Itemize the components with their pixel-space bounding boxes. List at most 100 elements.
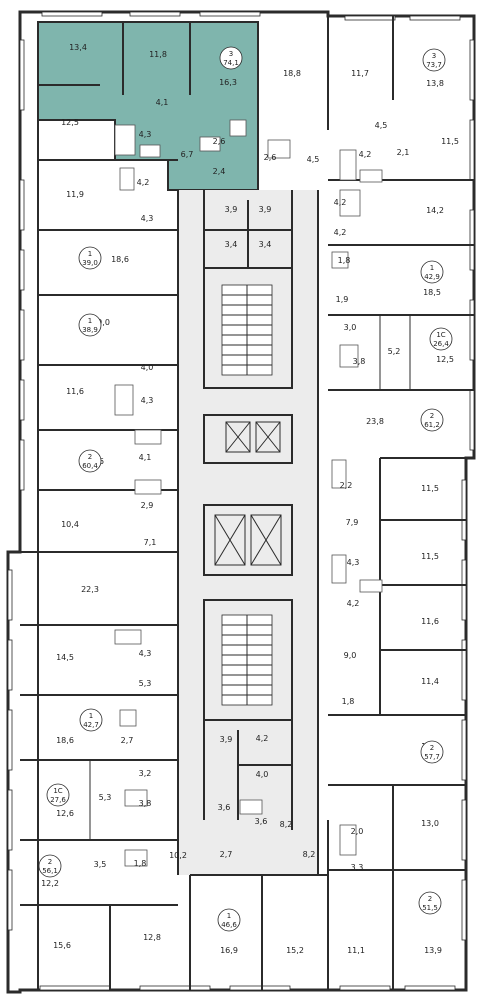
apartment-marker-circle — [78, 246, 102, 270]
room-area-label: 4,2 — [256, 734, 269, 743]
apartment-marker-circle — [422, 48, 446, 72]
apartment-marker-circle — [79, 708, 103, 732]
apartment-marker[interactable]: 142,9 — [420, 260, 444, 284]
room-area-label: 4,2 — [334, 228, 347, 237]
apartment-area: 42,7 — [83, 721, 99, 729]
room-area-label: 12,8 — [143, 933, 161, 942]
apartment-area: 57,7 — [424, 753, 440, 761]
room-area-label: 1,9 — [336, 295, 349, 304]
apartment-marker-circle — [78, 449, 102, 473]
apartment-rooms: 1С — [53, 787, 62, 795]
room-area-label: 2,7 — [220, 850, 233, 859]
apartment-marker[interactable]: 251,5 — [418, 891, 442, 915]
room-area-label: 18,8 — [283, 69, 301, 78]
room-area-label: 2,6 — [264, 153, 277, 162]
apartment-marker[interactable]: 138,9 — [78, 313, 102, 337]
room-area-label: 11,5 — [421, 552, 439, 561]
room-area-label: 11,8 — [149, 50, 167, 59]
apartment-marker[interactable]: 261,2 — [420, 408, 444, 432]
room-area-label: 3,8 — [353, 357, 366, 366]
room-area-label: 4,2 — [347, 599, 360, 608]
room-area-label: 2,2 — [340, 481, 353, 490]
apartment-marker[interactable]: 142,7 — [79, 708, 103, 732]
room-area-label: 13,8 — [426, 79, 444, 88]
apartment-marker-circle — [38, 854, 62, 878]
apartment-rooms: 2 — [88, 453, 92, 461]
room-area-label: 4,3 — [141, 214, 154, 223]
room-area-label: 4,1 — [139, 453, 152, 462]
room-area-label: 3,6 — [255, 817, 268, 826]
apartment-area: 39,0 — [82, 259, 98, 267]
apartment-area: 26,4 — [433, 340, 449, 348]
apartment-marker[interactable]: 256,1 — [38, 854, 62, 878]
room-area-label: 8,2 — [303, 850, 316, 859]
apartment-marker[interactable]: 146,6 — [217, 908, 241, 932]
apartment-area: 42,9 — [424, 273, 440, 281]
apartment-area: 38,9 — [82, 326, 98, 334]
room-area-label: 4,3 — [139, 649, 152, 658]
apartment-area: 27,6 — [50, 796, 66, 804]
apartment-markers: 374,1373,7139,0142,9138,91С26,4261,2260,… — [38, 46, 453, 932]
apartment-marker[interactable]: 257,7 — [420, 740, 444, 764]
apartment-marker-circle — [420, 408, 444, 432]
room-area-label: 11,9 — [66, 190, 84, 199]
building-core — [203, 267, 293, 721]
room-area-label: 10,2 — [169, 851, 187, 860]
apartment-area: 73,7 — [426, 61, 442, 69]
apartment-marker[interactable]: 139,0 — [78, 246, 102, 270]
room-area-label: 16,9 — [220, 946, 238, 955]
room-area-labels: 1 3,4 11,8 16,3 4,1 12,5 4,3 6,7 2,6 2,4 4,2 18,8 2,… — [41, 43, 459, 955]
room-area-label: 3,9 — [220, 735, 233, 744]
apartment-rooms: 2 — [48, 858, 52, 866]
room-area-label: 2,4 — [213, 167, 226, 176]
room-area-label: 12,5 — [436, 355, 454, 364]
room-area-label: 4,2 — [334, 198, 347, 207]
apartment-rooms: 1 — [89, 712, 93, 720]
apartment-marker[interactable]: 260,4 — [78, 449, 102, 473]
room-area-label: 13,0 — [421, 819, 439, 828]
room-area-label: 3,8 — [139, 799, 152, 808]
apartment-marker-circle — [420, 260, 444, 284]
windows — [7, 11, 475, 991]
room-area-label: 3,4 — [225, 240, 238, 249]
room-area-label: 4,3 — [347, 558, 360, 567]
apartment-area: 60,4 — [82, 462, 98, 470]
room-area-label: 5,3 — [139, 679, 152, 688]
apartment-rooms: 1 — [88, 250, 92, 258]
apartment-rooms: 1С — [436, 331, 445, 339]
apartment-marker[interactable]: 373,7 — [422, 48, 446, 72]
apartment-rooms: 2 — [430, 412, 434, 420]
room-area-label: 16,3 — [219, 78, 237, 87]
room-area-label: 4,2 — [359, 150, 372, 159]
room-area-label: 12,6 — [56, 809, 74, 818]
room-area-label: 12,5 — [61, 118, 79, 127]
room-area-label: 23,8 — [366, 417, 384, 426]
room-area-label: 4,5 — [307, 155, 320, 164]
room-area-label: 14,2 — [426, 206, 444, 215]
room-area-label: 6,7 — [181, 150, 194, 159]
apartment-marker-circle — [219, 46, 243, 70]
room-area-label: 7,1 — [144, 538, 157, 547]
apartment-marker-circle — [78, 313, 102, 337]
room-area-label: 4,0 — [256, 770, 269, 779]
apartment-rooms: 1 — [430, 264, 434, 272]
room-area-label: 2,9 — [141, 501, 154, 510]
apartment-rooms: 3 — [229, 50, 233, 58]
room-area-label: 10,4 — [61, 520, 79, 529]
room-area-label: 14,5 — [56, 653, 74, 662]
room-area-label: 3,6 — [218, 803, 231, 812]
room-area-label: 22,3 — [81, 585, 99, 594]
apartment-area: 74,1 — [223, 59, 239, 67]
room-area-label: 4,0 — [141, 363, 154, 372]
room-area-label: 4,2 — [137, 178, 150, 187]
room-area-label: 3,3 — [351, 863, 364, 872]
room-area-label: 3,9 — [225, 205, 238, 214]
apartment-rooms: 3 — [432, 52, 436, 60]
bathroom-fixtures — [114, 119, 383, 867]
room-area-label: 18,5 — [423, 288, 441, 297]
apartment-marker[interactable]: 374,1 — [219, 46, 243, 70]
apartment-area: 51,5 — [422, 904, 438, 912]
